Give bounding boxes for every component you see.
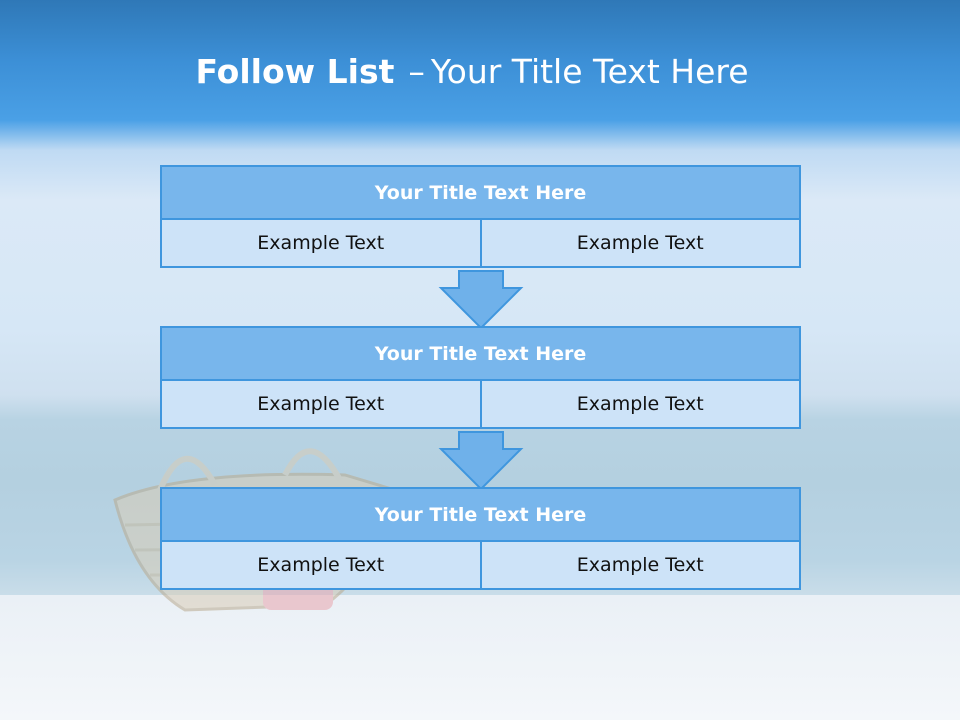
block-title: Your Title Text Here (160, 487, 801, 542)
block-row: Example Text Example Text (160, 540, 801, 590)
block-cell-right: Example Text (479, 218, 801, 268)
block-row: Example Text Example Text (160, 379, 801, 429)
block-row: Example Text Example Text (160, 218, 801, 268)
list-block-3: Your Title Text Here Example Text Exampl… (160, 487, 801, 590)
block-cell-left: Example Text (160, 218, 482, 268)
block-cell-left: Example Text (160, 379, 482, 429)
list-block-1: Your Title Text Here Example Text Exampl… (160, 165, 801, 268)
title-rest-part: Your Title Text Here (430, 52, 749, 91)
block-cell-right: Example Text (479, 379, 801, 429)
down-arrow-icon (438, 431, 524, 491)
title-bold-part: Follow List (195, 52, 395, 91)
slide-title: Follow List–Your Title Text Here (0, 52, 944, 91)
block-cell-right: Example Text (479, 540, 801, 590)
list-block-2: Your Title Text Here Example Text Exampl… (160, 326, 801, 429)
block-title: Your Title Text Here (160, 326, 801, 381)
title-separator: – (408, 52, 425, 91)
block-title: Your Title Text Here (160, 165, 801, 220)
block-cell-left: Example Text (160, 540, 482, 590)
sand-background (0, 595, 960, 720)
down-arrow-icon (438, 270, 524, 330)
